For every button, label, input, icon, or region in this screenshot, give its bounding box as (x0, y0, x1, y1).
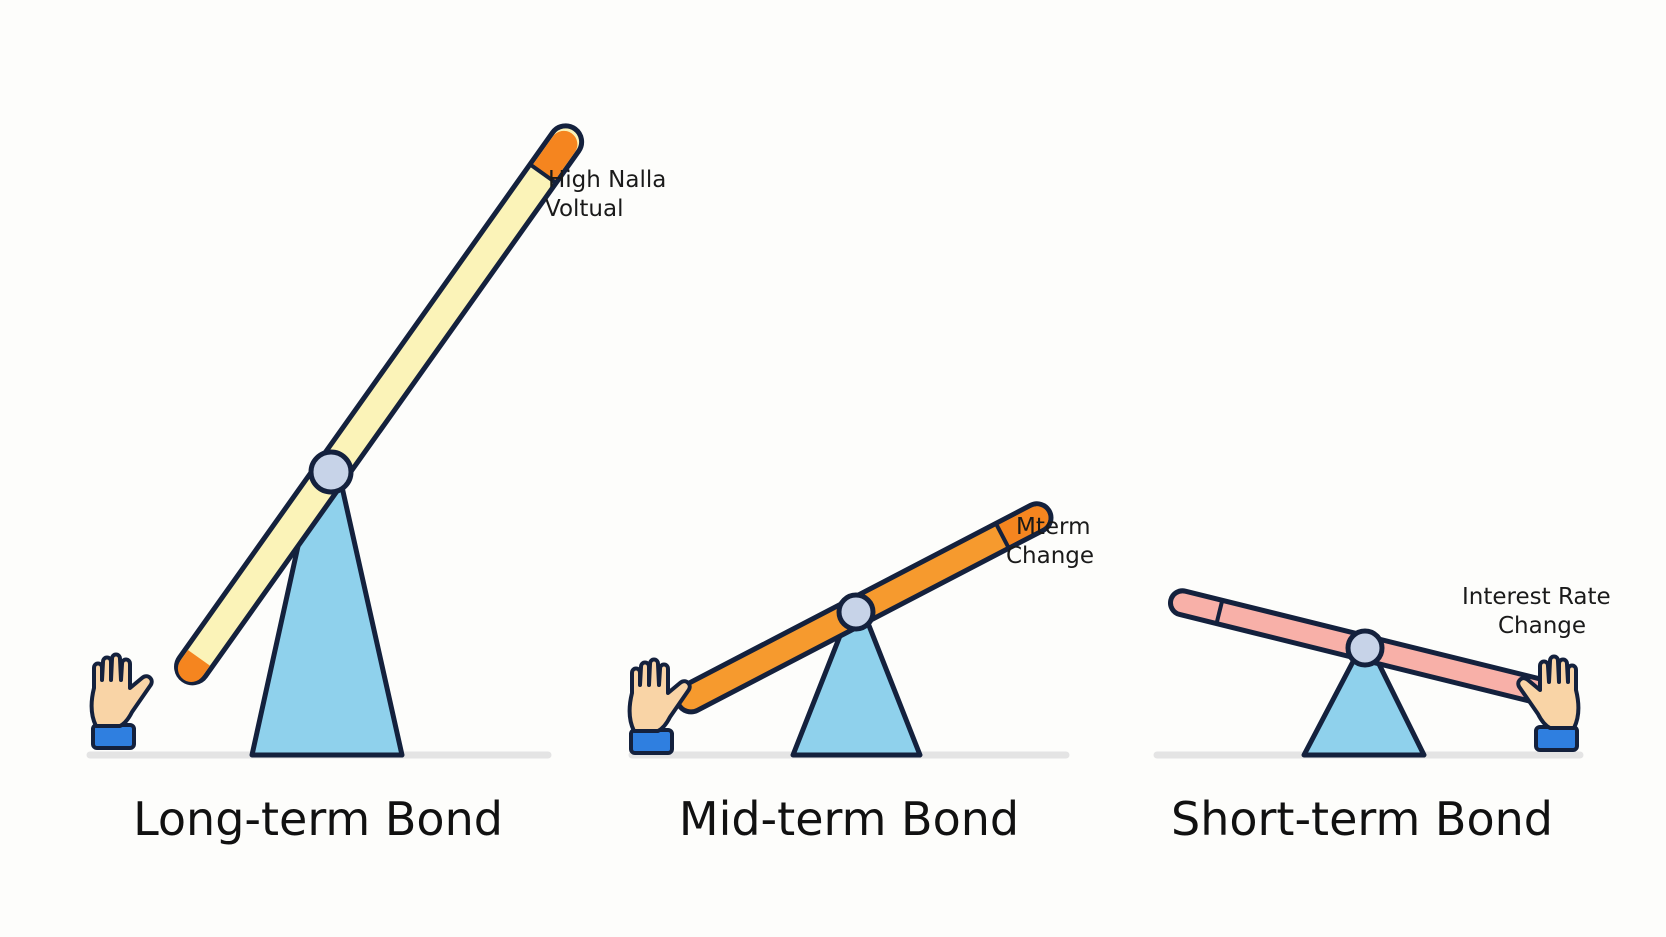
hand-icon (89, 652, 154, 750)
annotation-line-2: Change (1498, 613, 1586, 639)
beam-annotation: Mterm Change (1006, 514, 1098, 569)
fulcrum (249, 475, 405, 758)
beam (174, 123, 585, 686)
annotation-line-2: Voltual (545, 196, 624, 222)
panel-long-term: High Nalla Voltual Long-term Bond (86, 123, 674, 846)
panel-caption: Short-term Bond (1171, 792, 1553, 846)
beam-annotation: High Nalla Voltual (545, 167, 674, 222)
pivot (1345, 628, 1385, 668)
hand-icon (1516, 654, 1581, 752)
annotation-line-1: Mterm (1016, 514, 1090, 540)
annotation-line-1: Interest Rate (1462, 584, 1611, 610)
annotation-line-1: High Nalla (548, 167, 666, 193)
panel-mid-term: Mterm Change Mid-term Bond (627, 501, 1098, 846)
panel-caption: Mid-term Bond (679, 792, 1019, 846)
panel-caption: Long-term Bond (133, 792, 503, 846)
beam-annotation: Interest Rate Change (1462, 584, 1618, 639)
annotation-line-2: Change (1006, 543, 1094, 569)
pivot (836, 592, 876, 632)
pivot (308, 449, 354, 495)
hand-icon (627, 657, 692, 755)
panel-short-term: Interest Rate Change Short-term Bond (1153, 584, 1618, 846)
